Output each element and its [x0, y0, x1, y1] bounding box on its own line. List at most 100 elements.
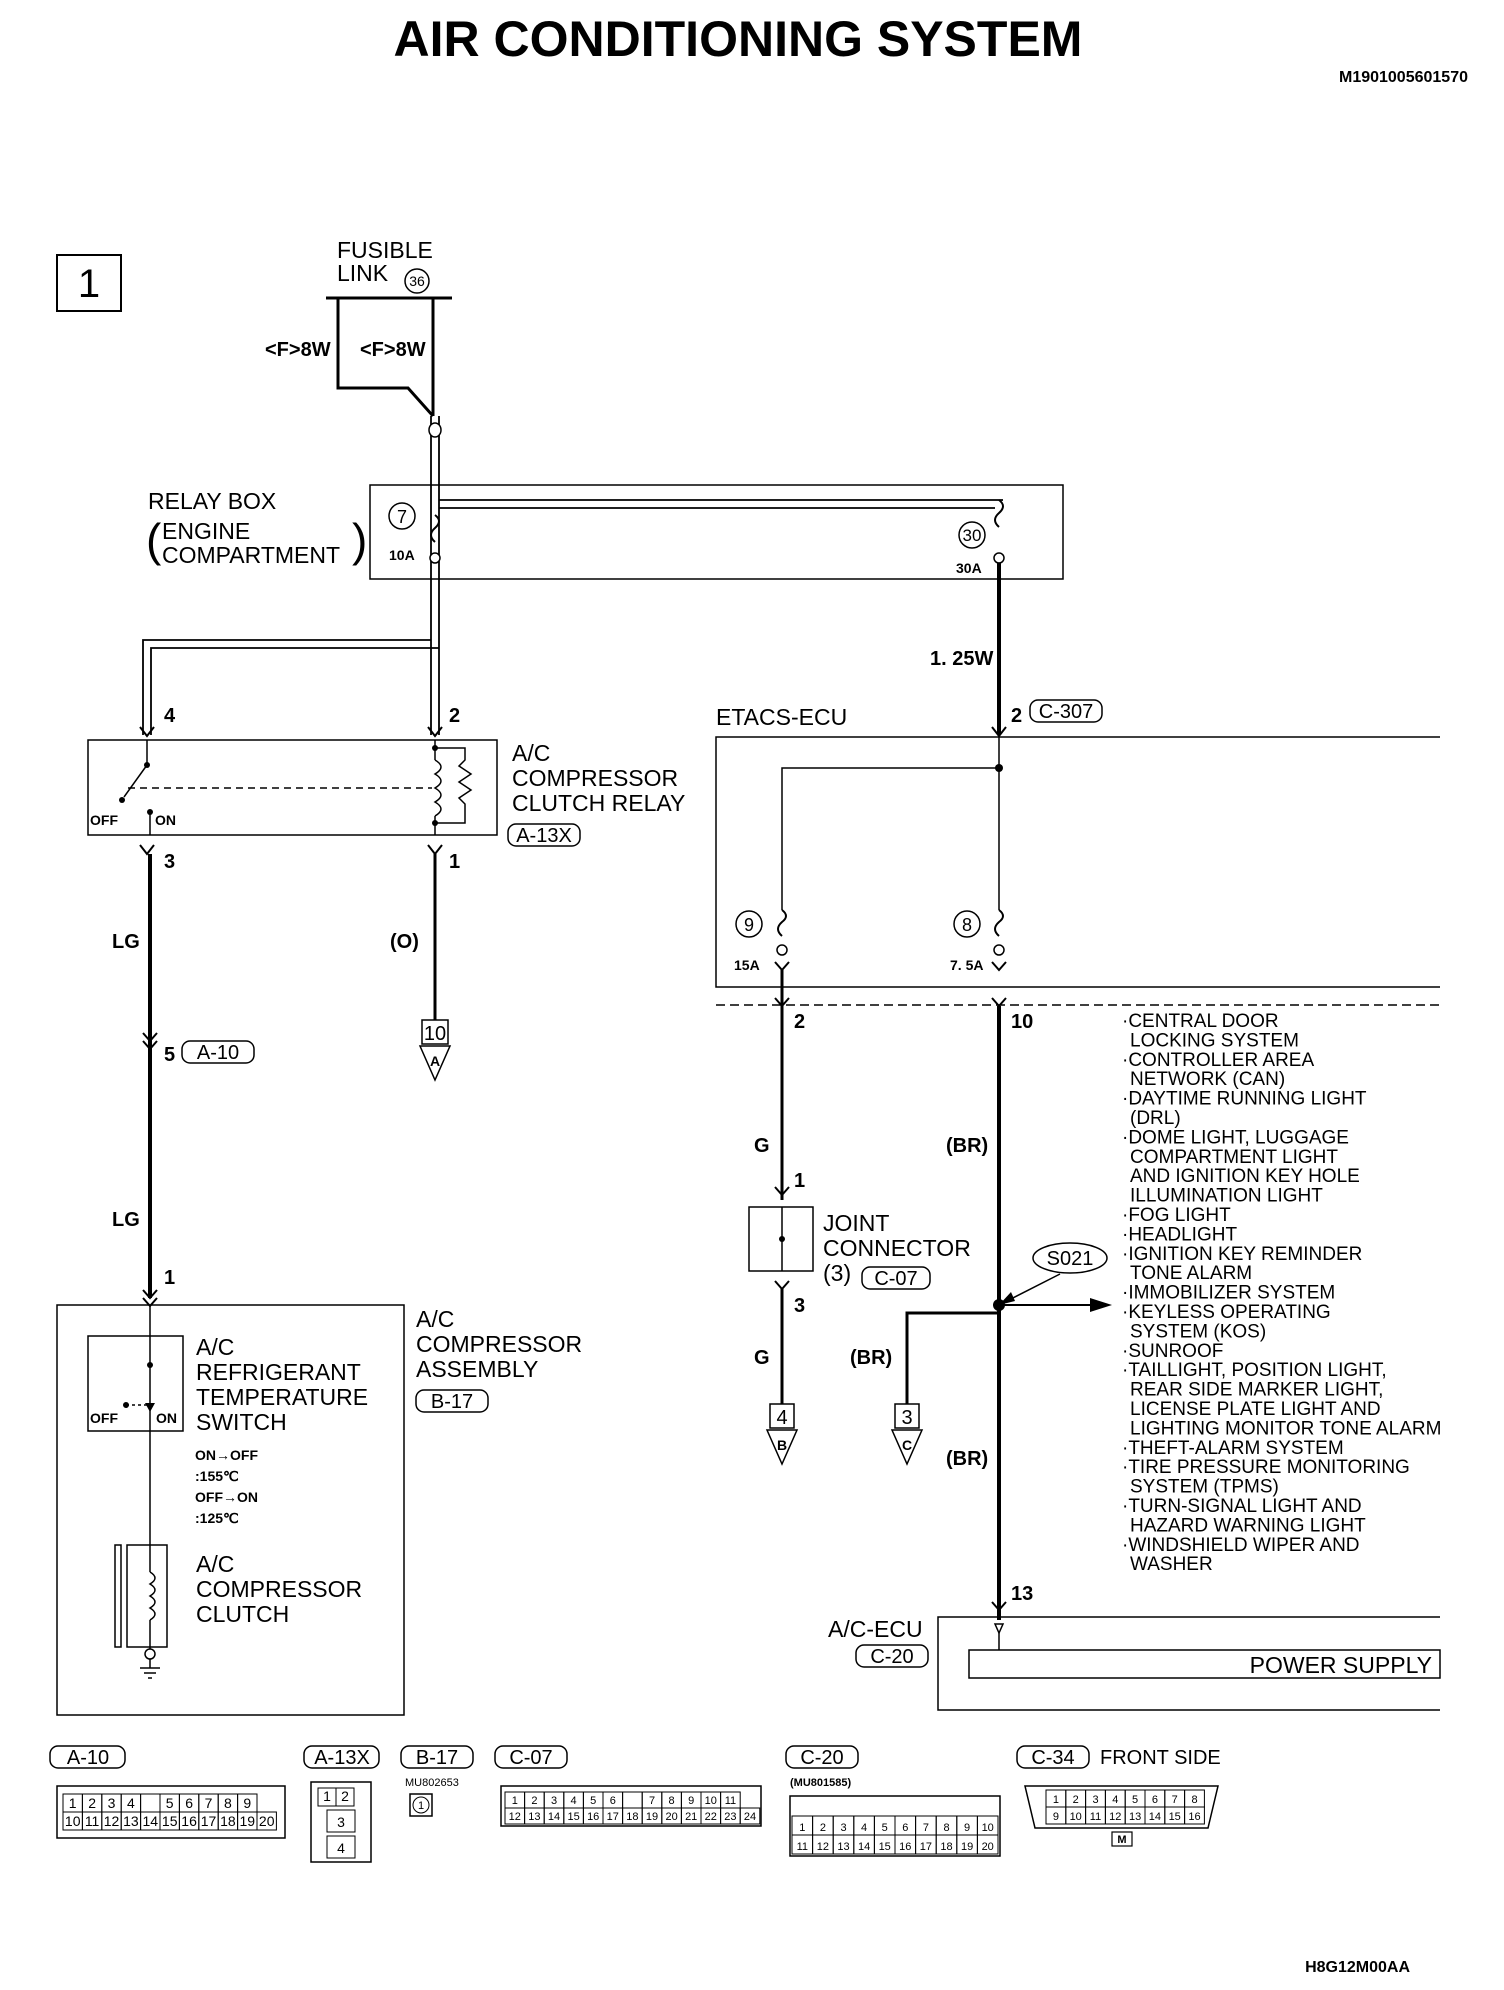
joint-connector-label: C-07: [874, 1268, 917, 1290]
a10-pin-label: 5: [164, 1044, 175, 1066]
feature-item: ·DAYTIME RUNNING LIGHT: [1122, 1089, 1367, 1110]
fusible-link-number-circle: [404, 268, 430, 294]
temp-switch-label: A/C: [196, 1334, 234, 1360]
a10-pin: 7: [205, 1795, 213, 1811]
fuse-30-number: 30: [963, 526, 982, 545]
c20-pin: 5: [882, 1822, 888, 1834]
a10-view-label: A-10: [67, 1747, 109, 1769]
wire-f8w-right: <F>8W: [360, 339, 426, 361]
clutch-label-3: CLUTCH: [196, 1601, 289, 1627]
c20-pin: 15: [879, 1841, 891, 1853]
ref-c-number: 3: [901, 1407, 912, 1429]
feature-item: LICENSE PLATE LIGHT AND: [1130, 1399, 1381, 1420]
c07-pin: 10: [705, 1795, 717, 1807]
wire-f8w-left: <F>8W: [265, 339, 331, 361]
compressor-clutch-relay: [87, 739, 498, 836]
feature-item: ·TIRE PRESSURE MONITORING: [1122, 1457, 1410, 1478]
c20-pin: 12: [817, 1841, 829, 1853]
relay-pin-1: 1: [449, 851, 460, 873]
wire-br-label: (BR): [946, 1135, 988, 1157]
a13x-pin: 4: [337, 1840, 345, 1856]
feature-item: TONE ALARM: [1130, 1263, 1252, 1284]
c07-pin: 22: [705, 1811, 717, 1823]
c34-pin: 12: [1109, 1811, 1121, 1823]
wire-o-label: (O): [390, 931, 419, 953]
fuse-7-number: 7: [397, 507, 407, 527]
c07-pin: 17: [607, 1811, 619, 1823]
c34-pin: 3: [1092, 1794, 1098, 1806]
c20-pin: 6: [902, 1822, 908, 1834]
splice-label: S021: [1047, 1248, 1094, 1270]
c20-pin: 17: [920, 1841, 932, 1853]
relay-off-label: OFF: [90, 812, 118, 828]
relay-box-label: RELAY BOX: [148, 488, 276, 514]
fusible-link-label: FUSIBLE: [337, 237, 433, 263]
c20-connector-view: [789, 1795, 1001, 1857]
a10-pin: 11: [85, 1813, 100, 1829]
c07-pin: 9: [688, 1795, 694, 1807]
fusible-link-label-2: LINK: [337, 260, 389, 286]
c07-pin: 11: [725, 1795, 736, 1807]
feature-item: ·CENTRAL DOOR: [1122, 1011, 1279, 1032]
ref-a-number: 10: [424, 1023, 446, 1045]
a10-pin: 17: [201, 1813, 217, 1829]
a13x-view-label: A-13X: [314, 1747, 370, 1769]
joint-pin-3: 3: [794, 1295, 805, 1317]
figure-code: H8G12M00AA: [1305, 1959, 1410, 1976]
fuse-8-rating: 7. 5A: [950, 957, 983, 973]
c34-pin: 7: [1172, 1794, 1178, 1806]
assembly-pin-1: 1: [164, 1267, 175, 1289]
feature-item: ·FOG LIGHT: [1122, 1205, 1231, 1226]
wire-g-label-2: G: [754, 1347, 770, 1369]
a13x-pin: 2: [341, 1788, 349, 1804]
b17-part-number: MU802653: [405, 1777, 459, 1789]
feature-item: NETWORK (CAN): [1130, 1069, 1285, 1090]
temp-cond-1: ON→OFF: [195, 1447, 258, 1463]
c20-pin: 13: [837, 1841, 849, 1853]
wire-br-label-2: (BR): [850, 1347, 892, 1369]
b17-pin: 1: [418, 1800, 424, 1812]
assembly-label-2: COMPRESSOR: [416, 1331, 582, 1357]
a10-pin: 4: [127, 1795, 135, 1811]
feature-item: AND IGNITION KEY HOLE: [1130, 1166, 1360, 1187]
document-code: M1901005601570: [1339, 69, 1468, 86]
ac-ecu-label: A/C-ECU: [828, 1616, 923, 1642]
feature-item: ·TURN-SIGNAL LIGHT AND: [1122, 1496, 1362, 1517]
ref-a-letter: A: [430, 1053, 440, 1069]
c20-pin: 9: [964, 1822, 970, 1834]
a13x-pin: 1: [323, 1788, 331, 1804]
temp-switch-off: OFF: [90, 1410, 118, 1426]
c34-pin: 1: [1053, 1794, 1059, 1806]
power-supply-block: [968, 1649, 1441, 1679]
fuse-30-rating: 30A: [956, 560, 982, 576]
relay-pin-4: 4: [164, 705, 176, 727]
assembly-connector-label: B-17: [431, 1391, 473, 1413]
a10-pin: 9: [243, 1795, 251, 1811]
a10-pin: 6: [185, 1795, 193, 1811]
a10-pin: 16: [181, 1813, 197, 1829]
temp-cond-2: :155℃: [195, 1468, 239, 1484]
joint-number: (3): [823, 1260, 851, 1286]
c34-pin: 4: [1112, 1794, 1118, 1806]
c07-pin: 23: [724, 1811, 736, 1823]
ref-b-letter: B: [777, 1437, 787, 1453]
temp-cond-4: :125℃: [195, 1510, 239, 1526]
b17-view-label: B-17: [416, 1747, 458, 1769]
a10-pin: 18: [220, 1813, 236, 1829]
c34-pin: 13: [1129, 1811, 1141, 1823]
ref-b-number: 4: [776, 1407, 787, 1429]
c07-pin: 3: [551, 1795, 557, 1807]
joint-connector: [748, 1206, 814, 1272]
feature-item: REAR SIDE MARKER LIGHT,: [1130, 1380, 1383, 1401]
c34-pin: 10: [1070, 1811, 1082, 1823]
joint-label-2: CONNECTOR: [823, 1235, 971, 1261]
power-supply-label: POWER SUPPLY: [1250, 1652, 1432, 1678]
feature-item: WASHER: [1130, 1554, 1213, 1575]
wire-br-label-3: (BR): [946, 1448, 988, 1470]
fuse-7-rating: 10A: [389, 547, 415, 563]
relay-on-label: ON: [155, 812, 176, 828]
c07-pin: 19: [646, 1811, 658, 1823]
a10-pin: 14: [143, 1813, 159, 1829]
c34-pin: 6: [1152, 1794, 1158, 1806]
c20-pin: 4: [861, 1822, 867, 1834]
